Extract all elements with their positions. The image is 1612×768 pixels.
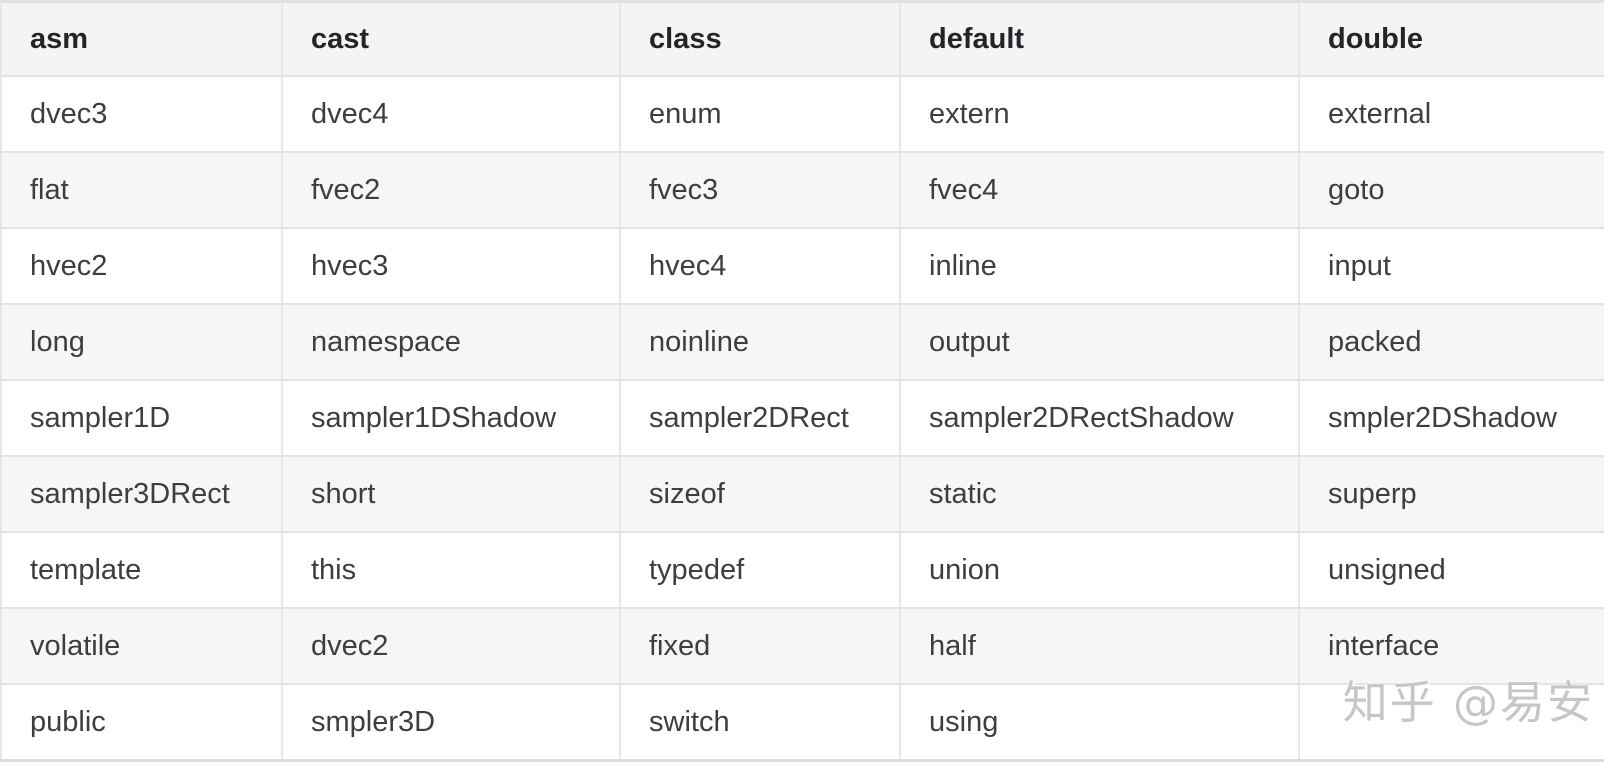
table-cell: sampler2DRect [620,380,901,457]
table-cell: union [900,532,1300,609]
column-header-cast: cast [282,1,621,77]
table-cell: using [900,684,1300,762]
table-cell: fvec3 [620,152,901,229]
table-cell: inline [900,228,1300,305]
table-cell: goto [1299,152,1604,229]
table-cell: static [900,456,1300,533]
table-cell: unsigned [1299,532,1604,609]
table-cell: input [1299,228,1604,305]
table-cell: fvec4 [900,152,1300,229]
table-cell: extern [900,76,1300,153]
table-cell: fvec2 [282,152,621,229]
table-cell: external [1299,76,1604,153]
table-cell: packed [1299,304,1604,381]
table-cell: sizeof [620,456,901,533]
table-cell: hvec4 [620,228,901,305]
table-cell: dvec2 [282,608,621,685]
table-cell: public [1,684,283,762]
table-cell: hvec3 [282,228,621,305]
column-header-class: class [620,1,901,77]
table-cell [1299,684,1604,762]
table-cell: output [900,304,1300,381]
table-cell: this [282,532,621,609]
column-header-double: double [1299,1,1604,77]
table-cell: volatile [1,608,283,685]
table-cell: switch [620,684,901,762]
table-cell: smpler2DShadow [1299,380,1604,457]
table-cell: long [1,304,283,381]
table-cell: sampler2DRectShadow [900,380,1300,457]
column-header-asm: asm [1,1,283,77]
table-cell: half [900,608,1300,685]
table-cell: enum [620,76,901,153]
table-cell: flat [1,152,283,229]
table-cell: noinline [620,304,901,381]
table-cell: short [282,456,621,533]
table-cell: sampler3DRect [1,456,283,533]
table-cell: hvec2 [1,228,283,305]
table-cell: namespace [282,304,621,381]
table-cell: superp [1299,456,1604,533]
table-cell: template [1,532,283,609]
table-cell: dvec3 [1,76,283,153]
table-cell: sampler1DShadow [282,380,621,457]
column-header-default: default [900,1,1300,77]
table-cell: dvec4 [282,76,621,153]
table-cell: interface [1299,608,1604,685]
table-cell: typedef [620,532,901,609]
table-cell: sampler1D [1,380,283,457]
table-cell: fixed [620,608,901,685]
table-cell: smpler3D [282,684,621,762]
